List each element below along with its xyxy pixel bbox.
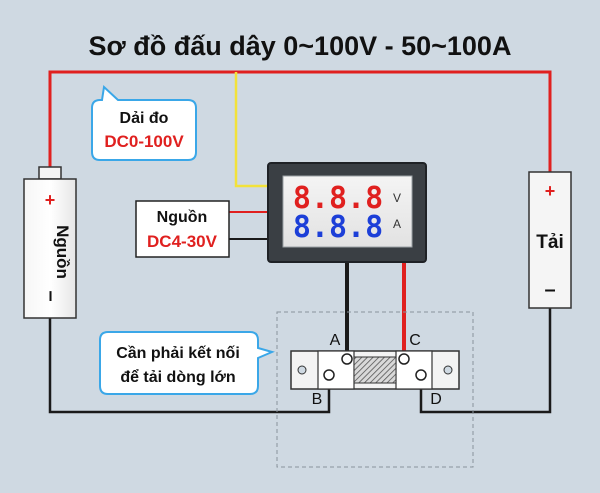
shunt-dashed-frame <box>276 311 474 468</box>
meter-screen <box>282 175 413 248</box>
power-box-line1: Nguồn <box>157 209 208 226</box>
meter-current-display: 8.8.8 <box>293 210 383 245</box>
meter: 8.8.8 8.8.8 V A <box>267 162 427 263</box>
shunt-hole-left <box>297 365 307 375</box>
battery: + Nguồn – <box>23 166 77 319</box>
terminal-a-screw <box>341 353 353 365</box>
range-callout-line1: Dải đo <box>120 110 169 127</box>
red-wire-top <box>48 70 552 172</box>
meter-current-unit: A <box>393 217 401 231</box>
load: + Tải – <box>528 171 572 309</box>
black-wire-load <box>419 308 552 414</box>
terminal-b-screw <box>323 369 335 381</box>
black-wire-battery <box>48 318 331 414</box>
power-box: Nguồn DC4-30V <box>135 200 230 258</box>
load-plus-label: + <box>545 181 556 201</box>
load-label: Tải <box>536 232 563 253</box>
shunt-hole-right <box>443 365 453 375</box>
shunt-note-callout: Cần phải kết nối để tải dòng lớn <box>99 331 275 395</box>
battery-minus-label: – <box>40 290 62 301</box>
shunt-block-right <box>395 350 433 390</box>
shunt-note-line1: Cần phải kết nối <box>116 345 240 362</box>
shunt-note-bubble <box>99 331 275 395</box>
meter-voltage-display: 8.8.8 <box>293 181 383 216</box>
diagram-title: Sơ đồ đấu dây 0~100V - 50~100A <box>89 31 512 61</box>
power-box-frame <box>135 200 230 258</box>
yellow-wire <box>234 72 268 188</box>
power-box-line2: DC4-30V <box>147 232 218 251</box>
terminal-d-screw <box>415 369 427 381</box>
terminal-a-label: A <box>330 332 341 349</box>
range-callout-bubble <box>91 84 197 161</box>
meter-voltage-unit: V <box>393 191 401 205</box>
terminal-b-label: B <box>312 391 323 408</box>
battery-plus-label: + <box>45 190 56 210</box>
shunt-note-line2: để tải dòng lớn <box>120 368 235 386</box>
battery-cap <box>38 166 62 180</box>
load-body <box>528 171 572 309</box>
wires <box>48 70 552 414</box>
range-callout: Dải đo DC0-100V <box>91 84 197 161</box>
shunt-area: A C B D <box>276 311 474 468</box>
range-callout-line2: DC0-100V <box>104 132 184 151</box>
terminal-d-label: D <box>430 391 442 408</box>
terminal-c-label: C <box>409 332 421 349</box>
terminal-c-screw <box>398 353 410 365</box>
load-minus-label: – <box>544 279 555 301</box>
shunt-resistor <box>353 356 397 384</box>
battery-label: Nguồn <box>53 225 72 279</box>
battery-body <box>23 178 77 319</box>
